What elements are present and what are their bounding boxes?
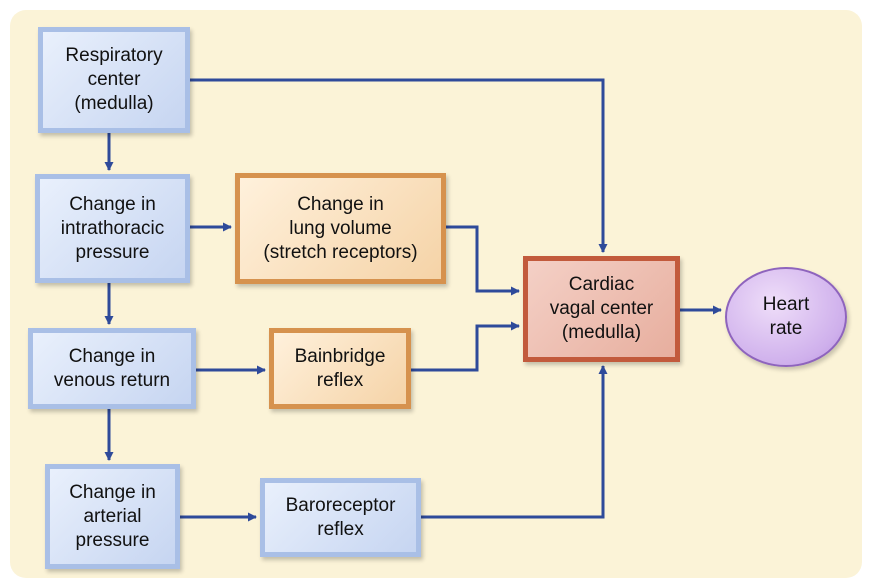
heart-rate-node: Heart rate [725, 267, 847, 367]
respiratory-center-box: Respiratory center (medulla) [38, 27, 190, 133]
cardiac-vagal-center-label: Cardiac vagal center (medulla) [549, 274, 654, 343]
arterial-pressure-label: Change in arterial pressure [69, 481, 156, 551]
respiratory-center-label: Respiratory center (medulla) [65, 45, 163, 114]
intrathoracic-pressure-box: Change in intrathoracic pressure [35, 174, 190, 283]
arrow-respiratory-to-cardiac [190, 78, 608, 253]
lung-volume-label: Change in lung volume (stretch receptors… [263, 193, 418, 263]
venous-return-label: Change in venous return [53, 345, 171, 391]
baroreceptor-reflex-box: Baroreceptor reflex [260, 478, 421, 557]
arterial-pressure-box: Change in arterial pressure [45, 464, 180, 569]
bainbridge-reflex-box: Bainbridge reflex [269, 328, 411, 409]
arrow-bainbridge-to-cardiac [411, 321, 520, 372]
venous-return-box: Change in venous return [28, 328, 196, 409]
heart-rate-label: Heart rate [762, 294, 810, 339]
lung-volume-box: Change in lung volume (stretch receptors… [235, 173, 446, 284]
baroreceptor-reflex-label: Baroreceptor reflex [285, 494, 396, 540]
arrow-lung-volume-to-cardiac [446, 225, 520, 296]
intrathoracic-pressure-label: Change in intrathoracic pressure [60, 193, 165, 263]
arrow-baroreceptor-to-cardiac [421, 365, 608, 519]
cardiac-vagal-center-box: Cardiac vagal center (medulla) [523, 256, 680, 362]
bainbridge-reflex-label: Bainbridge reflex [294, 345, 386, 391]
